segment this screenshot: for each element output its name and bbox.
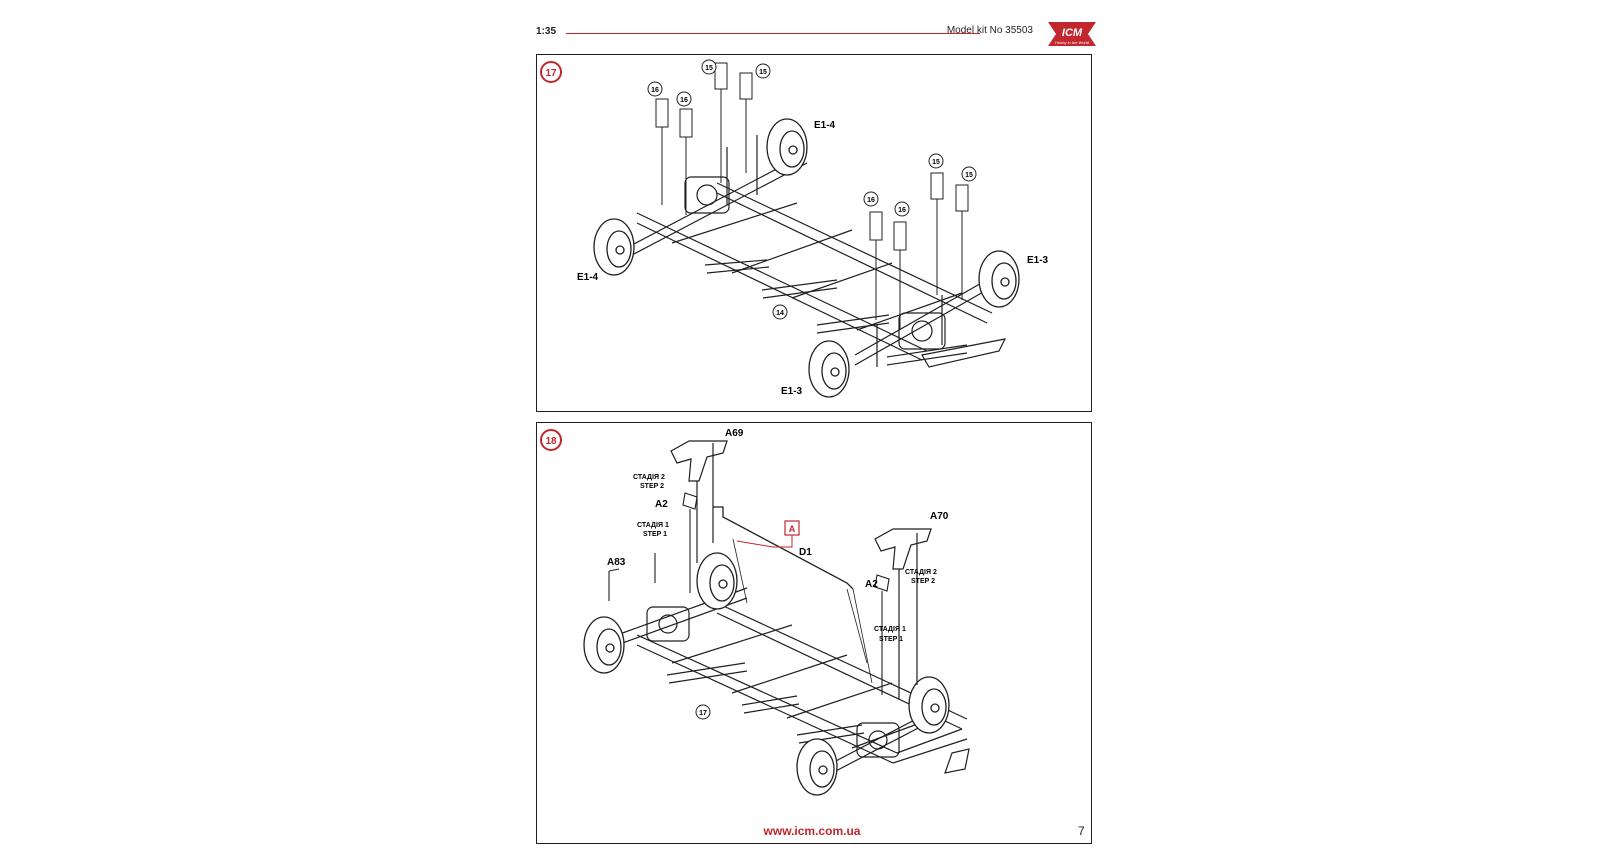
footer-url: www.icm.com.ua xyxy=(763,824,861,838)
svg-text:15: 15 xyxy=(965,172,973,179)
label-e1-4-top: E1-4 xyxy=(814,120,836,131)
callout-17: 17 xyxy=(695,704,711,720)
svg-text:15: 15 xyxy=(932,159,940,166)
label-d1: D1 xyxy=(799,547,812,558)
part-d1-rod xyxy=(713,506,854,590)
leader-lines xyxy=(732,538,873,684)
svg-text:15: 15 xyxy=(759,69,767,76)
label-stage1-uk-right: СТАДІЯ 1 xyxy=(874,626,906,633)
callout-15-b: 15 xyxy=(755,63,771,79)
header-rule xyxy=(566,33,980,34)
callout-14: 14 xyxy=(772,304,788,320)
wheel-rear-right xyxy=(978,250,1020,308)
label-stage2-uk-right: СТАДІЯ 2 xyxy=(905,569,937,576)
wheel-front-right xyxy=(696,552,738,610)
label-stage2-uk-left: СТАДІЯ 2 xyxy=(633,474,665,481)
label-step1-en-left: STEP 1 xyxy=(643,531,667,538)
icm-logo: ICM Hobby in the World xyxy=(1048,22,1096,46)
part-a2-left xyxy=(682,492,698,593)
svg-text:18: 18 xyxy=(545,436,557,447)
label-a69: A69 xyxy=(725,428,744,439)
wheel-front-right xyxy=(766,118,808,176)
svg-text:17: 17 xyxy=(545,68,557,79)
part-a83 xyxy=(608,553,656,601)
step-17-panel: 17 xyxy=(536,54,1092,412)
label-e1-4-left: E1-4 xyxy=(577,272,599,283)
svg-text:ICM: ICM xyxy=(1062,27,1083,39)
detail-box-a: A xyxy=(736,520,800,548)
svg-text:16: 16 xyxy=(898,207,906,214)
part-a69-bracket xyxy=(670,440,728,563)
part-a2-right xyxy=(874,574,890,695)
wheel-front-left xyxy=(583,616,625,674)
svg-text:14: 14 xyxy=(776,310,784,317)
part-a70-bracket xyxy=(874,528,932,699)
svg-text:16: 16 xyxy=(867,197,875,204)
svg-text:A: A xyxy=(789,524,796,534)
springs-rear xyxy=(869,172,969,330)
label-e1-3-right: E1-3 xyxy=(1027,255,1049,266)
callout-15-c: 15 xyxy=(928,153,944,169)
svg-text:Hobby in the World: Hobby in the World xyxy=(1055,40,1090,45)
instruction-page: 1:35 Model kit No 35503 ICM Hobby in the… xyxy=(532,16,1096,850)
label-step1-en-right: STEP 1 xyxy=(879,636,903,643)
step-18-panel: 18 xyxy=(536,422,1092,844)
svg-text:16: 16 xyxy=(651,87,659,94)
callout-15-d: 15 xyxy=(961,166,977,182)
springs-front xyxy=(655,62,753,215)
label-a2-right: A2 xyxy=(865,579,878,590)
chassis-frame xyxy=(636,182,1007,368)
callout-16-b: 16 xyxy=(676,91,692,107)
step-18-drawing: 18 xyxy=(540,428,970,796)
label-a83: A83 xyxy=(607,557,626,568)
svg-text:17: 17 xyxy=(699,710,707,717)
wheel-rear-left xyxy=(808,340,850,398)
rear-axle xyxy=(854,276,993,367)
step-17-badge: 17 xyxy=(540,61,562,83)
callout-15-a: 15 xyxy=(701,59,717,75)
wheel-front-left xyxy=(593,218,635,276)
label-a2-left: A2 xyxy=(655,499,668,510)
scale-label: 1:35 xyxy=(536,26,557,37)
svg-text:16: 16 xyxy=(680,97,688,104)
svg-text:15: 15 xyxy=(705,65,713,72)
callout-16-d: 16 xyxy=(894,201,910,217)
callout-16-c: 16 xyxy=(863,191,879,207)
label-step2-en-left: STEP 2 xyxy=(640,483,664,490)
step-17-drawing: 17 xyxy=(540,59,1049,398)
label-e1-3-bottom: E1-3 xyxy=(781,386,803,397)
wheel-rear-left xyxy=(796,738,838,796)
label-step2-en-right: STEP 2 xyxy=(911,578,935,585)
page-number: 7 xyxy=(1078,824,1085,838)
label-stage1-uk-left: СТАДІЯ 1 xyxy=(637,522,669,529)
label-a70: A70 xyxy=(930,511,949,522)
step-18-badge: 18 xyxy=(540,429,562,451)
callout-16-a: 16 xyxy=(647,81,663,97)
wheel-rear-right xyxy=(908,676,950,734)
